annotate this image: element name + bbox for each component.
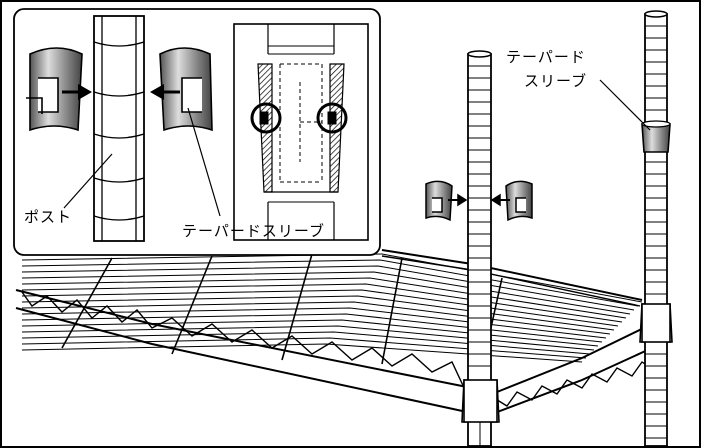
- label-text-line2: スリーブ: [524, 72, 587, 90]
- shelf-crossbars: [61, 253, 503, 369]
- inset-post: [93, 15, 145, 242]
- detail-circle-left: [250, 102, 282, 134]
- inset-sleeve-left: [26, 47, 83, 132]
- detail-circle-right: [316, 102, 348, 134]
- label-tapered-sleeve-inset: テーパードスリーブ: [182, 222, 325, 240]
- cross-section-view: [233, 23, 369, 241]
- label-tapered-sleeve-right: テーパード スリーブ: [506, 48, 651, 131]
- label-post: ポスト: [24, 208, 72, 226]
- sleeve-pair-loose: [425, 180, 533, 222]
- leader-sleeve: [187, 107, 221, 217]
- shelf-wires: [21, 253, 643, 363]
- leader-post: [63, 153, 113, 209]
- inset-sleeve-right: [159, 47, 213, 132]
- wire-shelf: [15, 249, 673, 423]
- tapered-sleeve-installed: [641, 123, 671, 153]
- inset-panel: ポスト テーパードスリーブ: [13, 8, 381, 256]
- label-text-line1: テーパード: [506, 48, 586, 66]
- shelf-front-frame: [15, 289, 653, 415]
- post-front: [463, 50, 498, 446]
- post-right: [641, 10, 671, 446]
